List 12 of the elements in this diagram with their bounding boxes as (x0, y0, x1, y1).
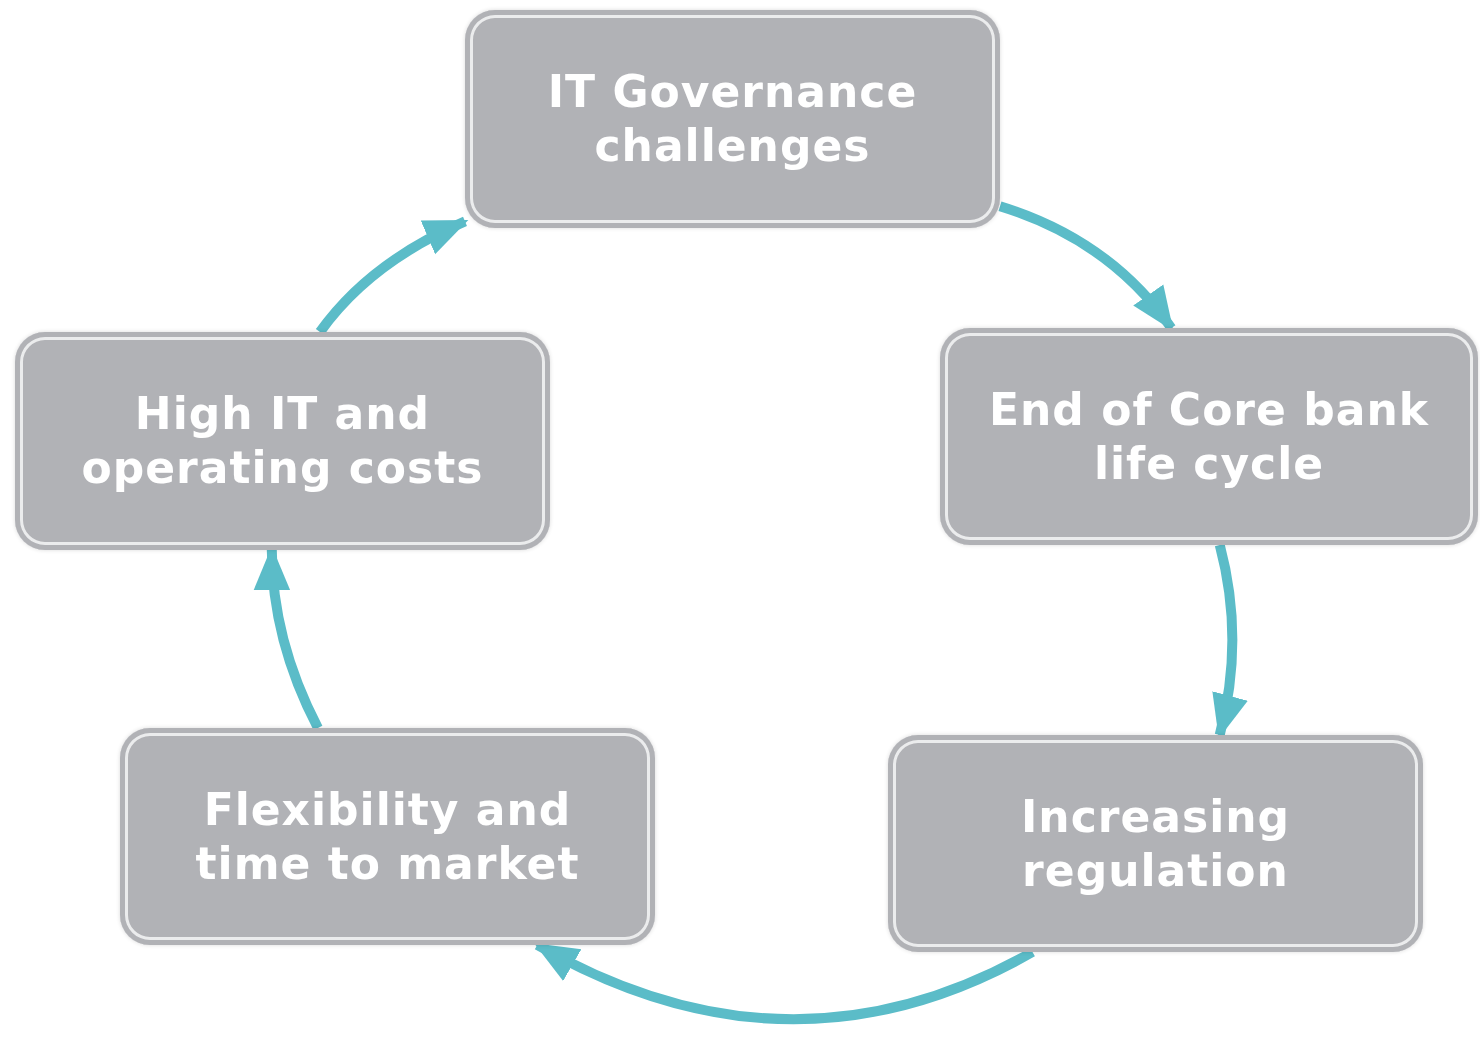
process-box (888, 735, 1423, 952)
box-text: High IT and operating costs (80, 387, 485, 495)
box-text: IT Governance challenges (546, 65, 919, 173)
process-box (940, 328, 1478, 545)
box-text: Increasing regulation (1019, 789, 1292, 898)
box-text: End of Core bank life cycle (987, 382, 1430, 491)
curved-arrow (998, 201, 1176, 331)
process-box (465, 10, 1000, 228)
process-box (15, 332, 550, 550)
curved-arrow (315, 216, 469, 335)
process-box (120, 728, 655, 945)
box-text: Flexibility and time to market (194, 782, 581, 891)
